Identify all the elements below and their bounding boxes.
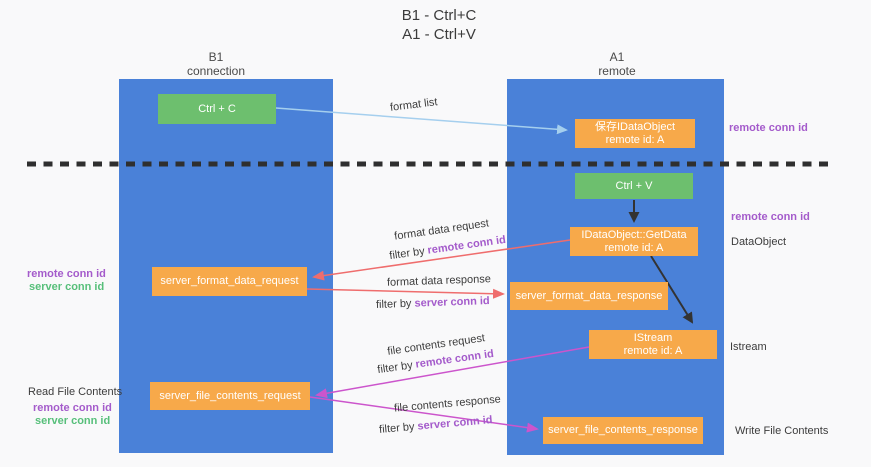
lane-header-right: A1 remote — [557, 50, 677, 78]
ctrl-c-label: Ctrl + C — [198, 102, 236, 115]
filter-by-text: filter by — [378, 420, 419, 436]
istream-side-label: Istream — [730, 341, 767, 353]
lane-right-subtitle: remote — [598, 64, 636, 78]
format-list-label: format list — [389, 96, 439, 114]
file-contents-response-filter-label: filter by server conn id — [379, 414, 493, 437]
remote-conn-id-top-right-label: remote conn id — [729, 122, 808, 134]
getdata-line2: remote id: A — [604, 241, 664, 254]
filter-by-text: filter by — [376, 358, 417, 377]
remote-conn-id-left-label: remote conn id — [27, 268, 106, 280]
ctrl-v-box: Ctrl + V — [575, 173, 693, 199]
remote-conn-id-mid-right-label: remote conn id — [731, 211, 810, 223]
istream-line1: IStream — [633, 331, 673, 344]
remote-conn-id-bottom-left-label: remote conn id — [33, 402, 112, 414]
istream-line2: remote id: A — [623, 344, 683, 357]
server-file-contents-response-label: server_file_contents_response — [548, 424, 698, 436]
dataobject-label: DataObject — [731, 236, 787, 248]
server-format-data-response-box: server_format_data_response — [510, 282, 668, 310]
server-conn-id-text: server conn id — [414, 295, 490, 310]
istream-box: IStream remote id: A — [589, 330, 717, 359]
getdata-line1: IDataObject::GetData — [581, 228, 687, 241]
server-conn-id-bottom-left-label: server conn id — [35, 415, 111, 427]
server-file-contents-request-box: server_file_contents_request — [150, 382, 310, 410]
server-file-contents-response-box: server_file_contents_response — [543, 417, 703, 444]
server-format-data-response-label: server_format_data_response — [515, 289, 663, 302]
read-file-contents-label: Read File Contents — [28, 386, 123, 398]
save-dataobject-line2: remote id: A — [605, 133, 665, 146]
diagram-title: B1 - Ctrl+C A1 - Ctrl+V — [324, 6, 554, 44]
filter-by-text: filter by — [388, 244, 429, 263]
save-dataobject-line1: 保存IDataObject — [594, 120, 676, 133]
server-file-contents-request-label: server_file_contents_request — [159, 389, 301, 402]
format-data-response-filter-label: filter by server conn id — [376, 295, 490, 312]
lane-left-title: B1 — [208, 50, 224, 64]
getdata-box: IDataObject::GetData remote id: A — [570, 227, 698, 256]
format-data-response-label: format data response — [386, 273, 492, 289]
server-format-data-request-box: server_format_data_request — [152, 267, 307, 296]
filter-by-text: filter by — [375, 297, 415, 311]
file-contents-response-label: file contents response — [393, 393, 502, 415]
diagram-title-line1: B1 - Ctrl+C — [401, 7, 477, 24]
lane-left-subtitle: connection — [186, 64, 246, 78]
write-file-contents-label: Write File Contents — [735, 425, 829, 437]
ctrl-c-box: Ctrl + C — [158, 94, 276, 124]
server-format-data-request-label: server_format_data_request — [160, 275, 299, 287]
diagram-title-line2: A1 - Ctrl+V — [402, 26, 476, 43]
ctrl-v-label: Ctrl + V — [615, 179, 653, 192]
server-conn-id-left-label: server conn id — [29, 281, 105, 293]
arrow-format-data-response — [306, 288, 505, 299]
server-conn-id-text: server conn id — [417, 414, 493, 433]
lane-right-title: A1 — [609, 50, 625, 64]
lane-header-left: B1 connection — [156, 50, 276, 78]
save-dataobject-box: 保存IDataObject remote id: A — [575, 119, 695, 148]
